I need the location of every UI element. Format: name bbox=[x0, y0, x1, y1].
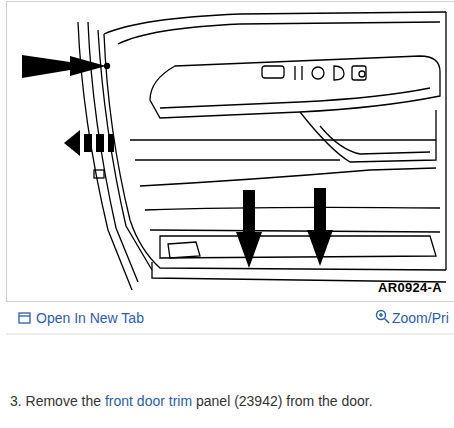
removal-arrow bbox=[64, 130, 114, 156]
instruction-step: 3. Remove the front door trim panel (239… bbox=[10, 393, 373, 409]
toolbar-link: Zoom/Pri bbox=[392, 310, 449, 326]
part-link: front door trim bbox=[105, 393, 192, 409]
zoom-icon bbox=[377, 311, 390, 324]
new-tab-icon bbox=[19, 313, 30, 323]
instruction-text: panel (23942) from the door. bbox=[196, 393, 373, 409]
clip-arrow bbox=[22, 55, 106, 78]
toolbar-rule bbox=[6, 334, 454, 335]
image-frame bbox=[7, 2, 454, 302]
door-outline bbox=[78, 12, 446, 290]
figure-code: AR0924-A bbox=[378, 280, 442, 295]
instruction-text: 3. Remove the bbox=[10, 393, 101, 409]
screw-arrow bbox=[236, 188, 333, 268]
toolbar-link: Open In New Tab bbox=[36, 310, 144, 326]
